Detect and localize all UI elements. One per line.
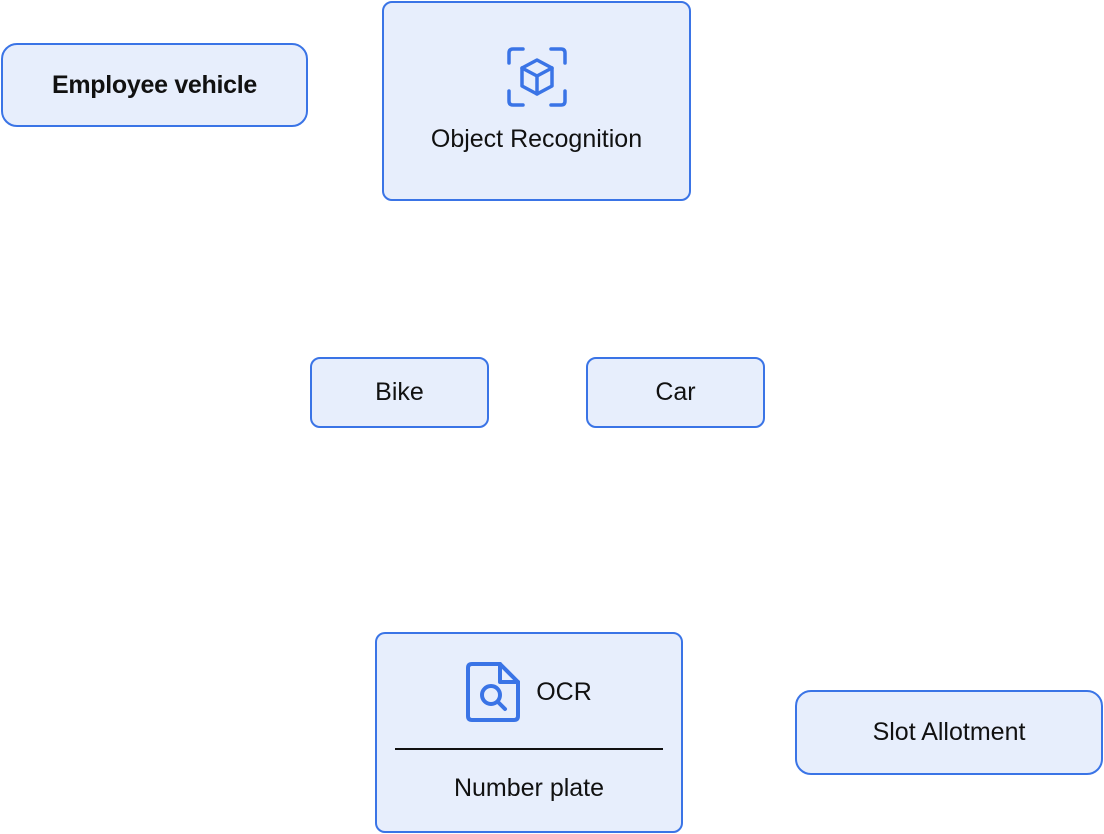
car-node: Car xyxy=(586,357,765,428)
employee-vehicle-node: Employee vehicle xyxy=(1,43,308,127)
cube-scan-icon xyxy=(505,46,569,125)
employee-vehicle-label: Employee vehicle xyxy=(51,70,258,99)
slot-allotment-label: Slot Allotment xyxy=(872,718,1026,746)
object-recognition-node: Object Recognition xyxy=(382,1,691,201)
bike-node: Bike xyxy=(310,357,489,428)
ocr-label: OCR xyxy=(536,677,592,706)
ocr-node: OCR Number plate xyxy=(375,632,683,833)
car-label: Car xyxy=(655,378,696,406)
ocr-header: OCR xyxy=(377,660,681,724)
document-search-icon xyxy=(466,660,522,724)
bike-label: Bike xyxy=(375,378,424,406)
number-plate-label: Number plate xyxy=(453,774,605,802)
object-recognition-label: Object Recognition xyxy=(430,124,643,153)
ocr-divider xyxy=(395,748,663,750)
slot-allotment-node: Slot Allotment xyxy=(795,690,1103,775)
